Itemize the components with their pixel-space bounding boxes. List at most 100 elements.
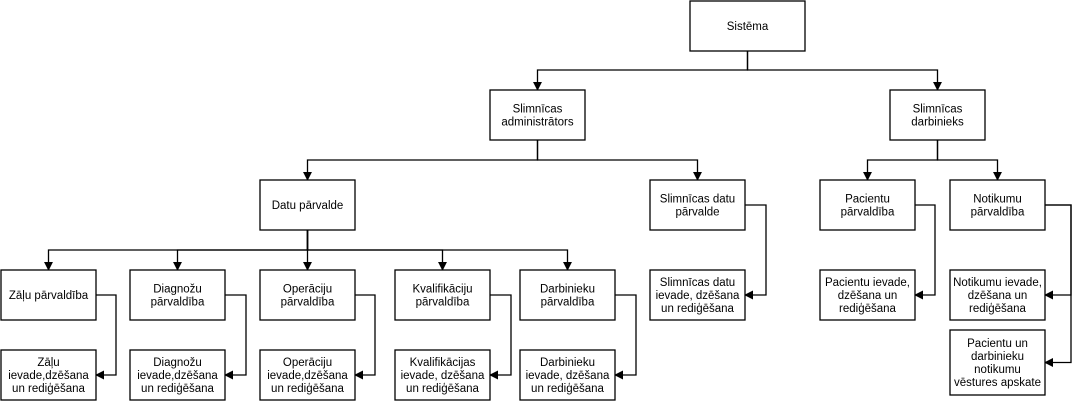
node-label: dzēšana un bbox=[838, 290, 897, 302]
node-label: pārvaldība bbox=[151, 297, 205, 309]
node-box bbox=[394, 349, 491, 401]
connector-arrow bbox=[744, 204, 767, 300]
node-box bbox=[819, 179, 916, 231]
node-layer: SistēmaSlimnīcasadministrātorsSlimnīcasd… bbox=[0, 0, 1046, 401]
node-box bbox=[129, 349, 226, 401]
node-label: dzēšana un bbox=[968, 290, 1027, 302]
node-label: Kvalifikācijas bbox=[410, 357, 476, 369]
node-label: Zāļu pārvaldība bbox=[9, 290, 89, 302]
node-box bbox=[259, 349, 356, 401]
connector-arrow bbox=[224, 294, 247, 380]
diagram-node: Sistēma bbox=[689, 0, 806, 52]
node-label: darbinieku bbox=[971, 351, 1024, 363]
node-label: Pacientu ievade, bbox=[825, 277, 910, 289]
connector-arrow bbox=[1044, 204, 1072, 300]
node-label: vēstures apskate bbox=[954, 377, 1041, 389]
node-label: pārvaldība bbox=[841, 207, 895, 219]
node-label: Operāciju bbox=[283, 357, 332, 369]
node-label: rediģēšana bbox=[839, 302, 897, 315]
node-label: un rediģēšana bbox=[141, 382, 214, 395]
connector-arrow bbox=[95, 294, 117, 380]
node-label: administrātors bbox=[501, 117, 573, 129]
connector-layer bbox=[43, 51, 1072, 380]
node-label: un rediģēšana bbox=[406, 382, 479, 395]
connector-arrow bbox=[489, 294, 512, 380]
node-label: Slimnīcas datu bbox=[660, 194, 735, 206]
node-box bbox=[949, 179, 1046, 231]
diagram-node: Zāļu pārvaldība bbox=[0, 269, 97, 321]
node-label: pārvaldība bbox=[416, 297, 470, 309]
node-label: Notikumu bbox=[973, 194, 1022, 206]
node-label: Slimnīcas bbox=[513, 104, 563, 116]
node-label: ievade, dzēšana bbox=[656, 290, 740, 302]
connector-arrow bbox=[614, 294, 637, 380]
node-label: un rediģēšana bbox=[271, 382, 344, 395]
node-label: Datu pārvalde bbox=[272, 200, 344, 212]
connector-arrow bbox=[172, 230, 309, 271]
connector-arrow bbox=[1044, 204, 1072, 368]
node-label: Zāļu bbox=[37, 357, 59, 369]
node-box bbox=[689, 0, 806, 52]
node-box bbox=[0, 269, 97, 321]
node-label: ievade, dzēšana bbox=[401, 370, 485, 382]
connector-arrow bbox=[302, 140, 539, 181]
node-label: Sistēma bbox=[727, 21, 769, 33]
node-label: pārvaldība bbox=[541, 297, 595, 309]
node-label: ievade, dzēšana bbox=[526, 370, 610, 382]
node-box bbox=[949, 329, 1046, 396]
connector-arrow bbox=[862, 140, 939, 181]
node-label: Diagnožu bbox=[153, 357, 202, 369]
node-label: Pacientu bbox=[845, 194, 890, 206]
node-box bbox=[259, 179, 356, 231]
node-label: Darbinieku bbox=[540, 357, 595, 369]
connector-arrow bbox=[536, 140, 703, 181]
diagram-node: Datu pārvalde bbox=[259, 179, 356, 231]
node-box bbox=[819, 269, 916, 321]
node-label: pārvaldība bbox=[971, 207, 1025, 219]
node-label: Operāciju bbox=[283, 284, 332, 296]
node-label: ievade,dzēšana bbox=[267, 370, 348, 382]
node-label: Diagnožu bbox=[153, 284, 202, 296]
node-box bbox=[949, 269, 1046, 321]
node-label: Kvalifikāciju bbox=[412, 284, 472, 296]
node-label: un rediģēšana bbox=[531, 382, 604, 395]
node-label: pārvalde bbox=[675, 207, 719, 219]
node-label: Slimnīcas datu bbox=[660, 277, 735, 289]
connector-arrow bbox=[532, 51, 749, 91]
node-box bbox=[489, 89, 586, 141]
connector-arrow bbox=[354, 294, 376, 380]
connector-arrow bbox=[306, 230, 573, 271]
node-box bbox=[0, 349, 97, 401]
node-label: darbinieks bbox=[911, 117, 964, 129]
connector-arrow bbox=[746, 51, 943, 91]
node-label: rediģēšana bbox=[969, 302, 1027, 315]
node-label: Darbinieku bbox=[540, 284, 595, 296]
node-box bbox=[394, 269, 491, 321]
connector-arrow bbox=[914, 204, 936, 300]
connector-arrow bbox=[936, 140, 1003, 181]
node-box bbox=[129, 269, 226, 321]
node-label: Slimnīcas bbox=[913, 104, 963, 116]
node-label: Pacientu un bbox=[967, 338, 1028, 350]
node-box bbox=[259, 269, 356, 321]
node-label: ievade,dzēšana bbox=[137, 370, 218, 382]
node-box bbox=[649, 269, 746, 321]
node-label: ievade,dzēšana bbox=[8, 370, 89, 382]
